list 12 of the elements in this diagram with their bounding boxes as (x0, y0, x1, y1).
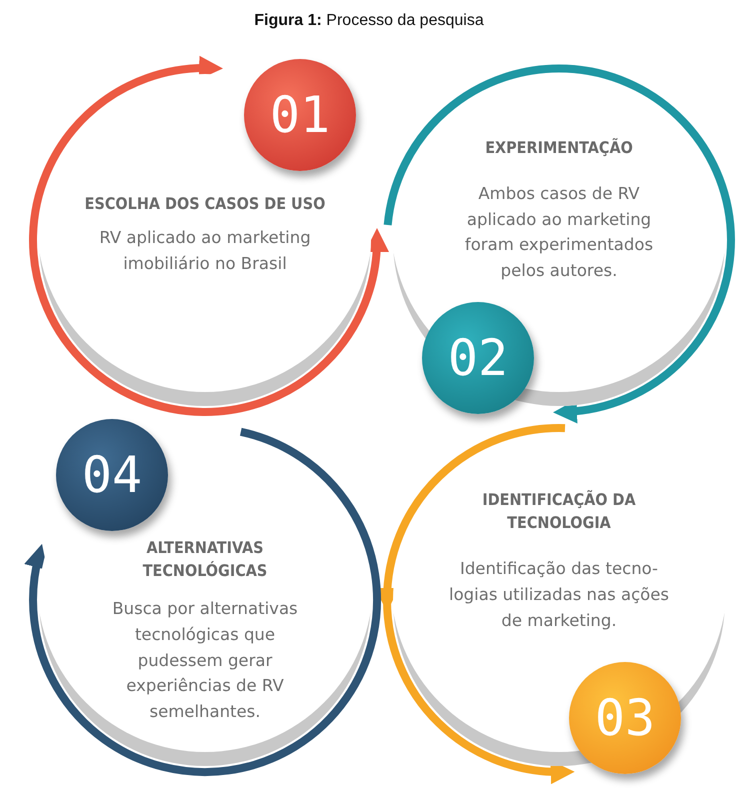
step-heading: EXPERIMENTAÇÃO (484, 137, 634, 159)
step-description: Identificação das tecno- logias utilizadas nas ações de marketing. (448, 558, 670, 632)
step-description: Busca por alternativas tecnológicas que pudessem gerar experiências de RV semelhantes. (111, 598, 299, 723)
arrow (553, 240, 735, 423)
step-number-badge: 01 (244, 59, 356, 171)
step-description: Ambos casos de RV aplicado ao marketing foram experimentados pelos autores. (464, 183, 654, 282)
figure-title: Figura 1: Processo da pesquisa (253, 12, 485, 30)
step-description: RV aplicado ao marketing imobiliário no Brasil (98, 227, 312, 275)
step-heading: ALTERNATIVAS TECNOLÓGICAS (142, 537, 268, 582)
step-number-badge: 04 (56, 419, 168, 531)
step-heading: IDENTIFICAÇÃO DA TECNOLOGIA (481, 489, 637, 534)
step-heading: ESCOLHA DOS CASOS DE USO (84, 193, 326, 215)
